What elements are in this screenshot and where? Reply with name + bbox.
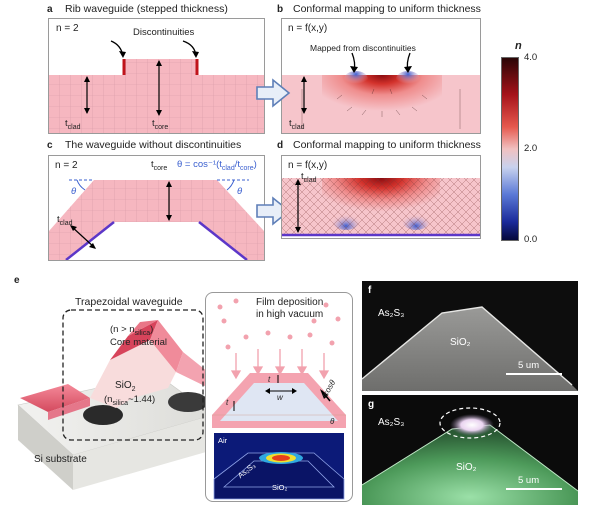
- panel-f-image: f As₂S₃ SiO₂ 5 um: [362, 281, 578, 391]
- trapezoid-3d-illustration: [17, 309, 214, 490]
- colorbar-min: 0.0: [524, 234, 538, 245]
- t-core-label-c: tcore: [151, 159, 168, 172]
- conformal-map-b: [282, 52, 480, 133]
- theta-left: θ: [71, 186, 77, 197]
- trapezoid-waveguide-diagram: [49, 179, 264, 260]
- n-silica-label: (nsilica~1.44): [104, 394, 156, 407]
- panel-c-n: n = 2: [55, 160, 78, 171]
- panel-a-title: Rib waveguide (stepped thickness): [65, 3, 228, 15]
- panel-c-label: c: [47, 140, 53, 151]
- panel-g-image: g As₂S₃ SiO₂ 5 um: [362, 395, 578, 505]
- theta-e-label: θ: [330, 417, 335, 426]
- deposition-schematic: [212, 298, 346, 500]
- si-substrate-label: Si substrate: [34, 454, 87, 465]
- conformal-map-d: [282, 178, 480, 237]
- panel-b-label: b: [277, 4, 284, 15]
- panel-b-box: n = f(x,y) Mapped from discontinuities t…: [281, 18, 481, 134]
- scale-text-f: 5 um: [518, 360, 540, 371]
- panel-g-label: g: [368, 399, 375, 410]
- panel-b-n: n = f(x,y): [288, 23, 328, 34]
- core-material-label: Core material: [110, 337, 168, 348]
- colorbar: [501, 57, 519, 241]
- theta-equation: θ = cos⁻¹(tclad/tcore): [177, 159, 257, 172]
- sem-image-f: [362, 306, 578, 391]
- panel-a-n: n = 2: [56, 23, 79, 34]
- sio2-label: SiO2: [115, 380, 136, 393]
- mapped-label: Mapped from discontinuities: [310, 43, 416, 53]
- colorbar-title: n: [515, 40, 522, 52]
- mode-highlight: [439, 407, 501, 439]
- t-core-label-a: tcore: [152, 118, 169, 131]
- t-clad-label-a: tclad: [65, 118, 81, 131]
- zoom-box: [62, 309, 204, 441]
- theta-right: θ: [237, 186, 243, 197]
- panel-c-box: n = 2 tcore θ = cos⁻¹(tclad/tcore) θ θ t…: [48, 155, 265, 261]
- panel-e-title: Trapezoidal waveguide: [75, 296, 183, 308]
- as2s3-label-f: As₂S₃: [378, 308, 405, 319]
- panel-d-title: Conformal mapping to uniform thickness: [293, 139, 481, 151]
- panel-a-label: a: [47, 4, 53, 15]
- scale-text-g: 5 um: [518, 475, 540, 486]
- panel-a-box: n = 2 Discontinuities tclad tcore: [48, 18, 265, 134]
- panel-c-title: The waveguide without discontinuities: [65, 139, 242, 151]
- sio2-inset-label: SiO₂: [272, 483, 288, 492]
- mapping-arrow-top: [256, 78, 291, 108]
- colorbar-mid: 2.0: [524, 143, 538, 154]
- panel-d-box: n = f(x,y) tclad: [281, 155, 481, 239]
- discontinuities-label: Discontinuities: [133, 27, 195, 38]
- sio2-label-f: SiO₂: [450, 337, 471, 348]
- air-label: Air: [218, 436, 228, 445]
- rib-waveguide-diagram: [49, 40, 264, 133]
- t-clad-label-b: tclad: [289, 118, 305, 131]
- optical-image-g: [362, 407, 578, 505]
- t-clad-label-d: tclad: [301, 171, 317, 184]
- panel-d-n: n = f(x,y): [288, 160, 328, 171]
- panel-b-title: Conformal mapping to uniform thickness: [293, 3, 481, 15]
- panel-f-label: f: [368, 285, 372, 296]
- core-condition: (n > nsilica): [110, 324, 154, 337]
- sio2-label-g: SiO₂: [456, 462, 477, 473]
- w-label: w: [277, 393, 283, 402]
- panel-d-label: d: [277, 140, 284, 151]
- t-side-label: t: [226, 398, 229, 407]
- colorbar-max: 4.0: [524, 52, 538, 63]
- as2s3-label-g: As₂S₃: [378, 417, 405, 428]
- t-top-label: t: [268, 375, 271, 384]
- t-clad-label-c: tclad: [57, 214, 73, 227]
- panel-e-label: e: [14, 275, 20, 286]
